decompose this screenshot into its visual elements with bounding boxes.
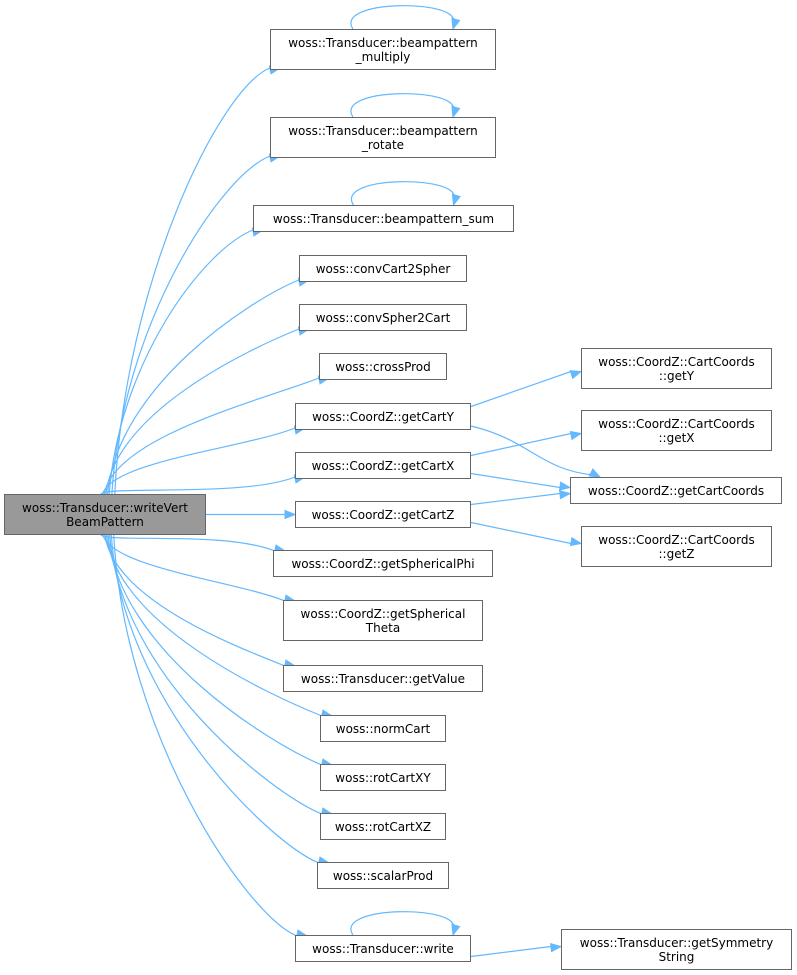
edge-write-to-write-arrowhead bbox=[451, 923, 461, 937]
edge-getCartY-to-ccGetY-arrowhead bbox=[569, 370, 583, 380]
node-cartcoords-getx[interactable]: woss::CoordZ::CartCoords ::getX bbox=[581, 410, 772, 451]
edge-bp_multiply-to-bp_multiply bbox=[350, 5, 454, 30]
edge-root-to-scalarProd bbox=[110, 534, 320, 864]
edge-getCartX-to-ccGetX-arrowhead bbox=[569, 430, 583, 441]
edge-bp_multiply-to-bp_multiply-arrowhead bbox=[451, 17, 461, 31]
edge-write-to-write bbox=[350, 911, 454, 936]
edge-root-to-bp_rotate bbox=[111, 155, 271, 495]
edge-root-to-getCartZ-arrowhead bbox=[284, 509, 297, 520]
edge-bp_sum-to-bp_sum-arrowhead bbox=[451, 193, 461, 207]
edge-root-to-crossProd bbox=[103, 377, 320, 495]
node-cartcoords-getz[interactable]: woss::CoordZ::CartCoords ::getZ bbox=[581, 526, 772, 567]
edge-root-to-convCart2Spher bbox=[106, 279, 300, 495]
node-getcartx[interactable]: woss::CoordZ::getCartX bbox=[295, 452, 471, 479]
edge-root-to-write bbox=[113, 534, 298, 937]
node-getvalue[interactable]: woss::Transducer::getValue bbox=[283, 665, 483, 692]
edge-write-to-getSymmetryString-arrowhead bbox=[550, 942, 563, 953]
node-getsphericalphi[interactable]: woss::CoordZ::getSphericalPhi bbox=[273, 550, 493, 577]
edge-bp_rotate-to-bp_rotate bbox=[350, 93, 454, 118]
node-beampattern-rotate[interactable]: woss::Transducer::beampattern _rotate bbox=[270, 117, 496, 158]
node-writevertbeampattern[interactable]: woss::Transducer::writeVert BeamPattern bbox=[4, 494, 206, 535]
edge-root-to-getCartY bbox=[102, 427, 296, 495]
edge-root-to-getSphericalTheta bbox=[102, 534, 286, 602]
node-normcart[interactable]: woss::normCart bbox=[320, 715, 446, 742]
node-beampattern-multiply[interactable]: woss::Transducer::beampattern _multiply bbox=[270, 29, 496, 70]
edge-getCartX-to-ccGetX bbox=[470, 432, 572, 457]
edge-root-to-getSphericalPhi bbox=[100, 534, 276, 552]
edge-getCartX-to-getCartCoords bbox=[470, 472, 561, 489]
edge-getCartZ-to-ccGetZ bbox=[470, 521, 572, 545]
node-beampattern-sum[interactable]: woss::Transducer::beampattern_sum bbox=[253, 205, 514, 232]
edge-getCartZ-to-ccGetZ-arrowhead bbox=[569, 536, 583, 547]
edge-root-to-normCart bbox=[105, 534, 323, 717]
edge-root-to-getCartX bbox=[100, 476, 296, 495]
edge-root-to-rotCartXZ bbox=[109, 534, 323, 815]
node-cartcoords-gety[interactable]: woss::CoordZ::CartCoords ::getY bbox=[581, 348, 772, 389]
edge-getCartY-to-getCartCoords bbox=[470, 425, 595, 476]
node-convspher2cart[interactable]: woss::convSpher2Cart bbox=[299, 304, 467, 331]
edge-root-to-bp_sum bbox=[108, 229, 254, 495]
node-getcartz[interactable]: woss::CoordZ::getCartZ bbox=[295, 501, 471, 528]
edge-getCartZ-to-getCartCoords-arrowhead bbox=[559, 489, 572, 500]
edge-getCartY-to-getCartCoords-arrowhead bbox=[588, 468, 602, 478]
edge-getCartX-to-getCartCoords-arrowhead bbox=[558, 481, 572, 491]
node-convcart2spher[interactable]: woss::convCart2Spher bbox=[299, 255, 467, 282]
node-getcartcoords[interactable]: woss::CoordZ::getCartCoords bbox=[570, 477, 782, 504]
node-crossprod[interactable]: woss::crossProd bbox=[319, 353, 447, 380]
node-rotcartxy[interactable]: woss::rotCartXY bbox=[320, 764, 446, 791]
node-scalarprod[interactable]: woss::scalarProd bbox=[317, 862, 449, 889]
edge-getCartZ-to-getCartCoords bbox=[470, 492, 561, 506]
node-rotcartxz[interactable]: woss::rotCartXZ bbox=[320, 813, 446, 840]
edge-root-to-rotCartXY bbox=[107, 534, 323, 766]
node-getsymmetrystring[interactable]: woss::Transducer::getSymmetry String bbox=[561, 929, 792, 970]
edge-getCartY-to-ccGetY bbox=[470, 370, 572, 408]
edge-root-to-convSpher2Cart bbox=[105, 328, 300, 495]
node-write[interactable]: woss::Transducer::write bbox=[295, 935, 471, 962]
node-getsphericaltheta[interactable]: woss::CoordZ::getSpherical Theta bbox=[283, 600, 483, 641]
edge-write-to-getSymmetryString bbox=[470, 945, 552, 958]
edge-root-to-getValue bbox=[104, 534, 286, 667]
edge-bp_sum-to-bp_sum bbox=[350, 181, 455, 206]
edge-root-to-bp_multiply bbox=[114, 67, 271, 495]
node-getcarty[interactable]: woss::CoordZ::getCartY bbox=[295, 403, 471, 430]
edge-bp_rotate-to-bp_rotate-arrowhead bbox=[451, 105, 461, 119]
